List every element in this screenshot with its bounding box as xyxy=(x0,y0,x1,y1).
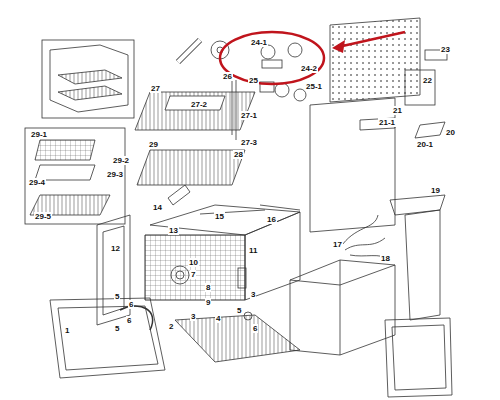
callout-number: 6 xyxy=(128,300,134,309)
callout-number: 29 xyxy=(148,140,159,149)
callout-number: 9 xyxy=(205,298,211,307)
callout-number: 19 xyxy=(430,186,441,195)
callout-number: 22 xyxy=(422,76,433,85)
callout-number: 10 xyxy=(188,258,199,267)
callout-number: 26 xyxy=(222,72,233,81)
callout-number: 5 xyxy=(114,292,120,301)
callout-number: 14 xyxy=(152,203,163,212)
callout-number: 6 xyxy=(252,324,258,333)
callout-number: 28 xyxy=(233,150,244,159)
callout-number: 27-2 xyxy=(190,100,208,109)
callout-number: 25 xyxy=(248,76,259,85)
callout-number: 2 xyxy=(168,322,174,331)
callout-number: 21-1 xyxy=(378,118,396,127)
callout-number: 12 xyxy=(110,244,121,253)
callout-number: 21 xyxy=(392,106,403,115)
callout-number: 6 xyxy=(126,316,132,325)
callout-number: 24-1 xyxy=(250,38,268,47)
callout-number: 27-1 xyxy=(240,111,258,120)
callout-number: 1 xyxy=(64,326,70,335)
callout-number: 7 xyxy=(190,270,196,279)
callout-number: 13 xyxy=(168,226,179,235)
callout-number: 11 xyxy=(248,246,258,255)
callout-number: 15 xyxy=(214,212,225,221)
callout-number: 4 xyxy=(215,314,221,323)
callout-number: 23 xyxy=(440,45,451,54)
callout-number: 20 xyxy=(445,128,456,137)
callout-number: 3 xyxy=(190,312,196,321)
callout-number: 20-1 xyxy=(416,140,434,149)
callout-number: 5 xyxy=(236,306,242,315)
callout-number: 29-5 xyxy=(34,212,52,221)
callout-number: 17 xyxy=(332,240,343,249)
callout-number: 29-2 xyxy=(112,156,130,165)
callout-number: 29-3 xyxy=(106,170,124,179)
callout-number: 16 xyxy=(266,215,277,224)
callout-number: 8 xyxy=(205,283,211,292)
callout-number: 29-1 xyxy=(30,130,48,139)
callout-number: 27 xyxy=(150,84,161,93)
callout-number: 18 xyxy=(380,254,391,263)
callout-number: 25-1 xyxy=(305,82,323,91)
callout-number: 29-4 xyxy=(28,178,46,187)
callout-number: 24-2 xyxy=(300,64,318,73)
callout-number: 27-3 xyxy=(240,138,258,147)
callout-number: 3 xyxy=(250,290,256,299)
callout-number: 5 xyxy=(114,324,120,333)
